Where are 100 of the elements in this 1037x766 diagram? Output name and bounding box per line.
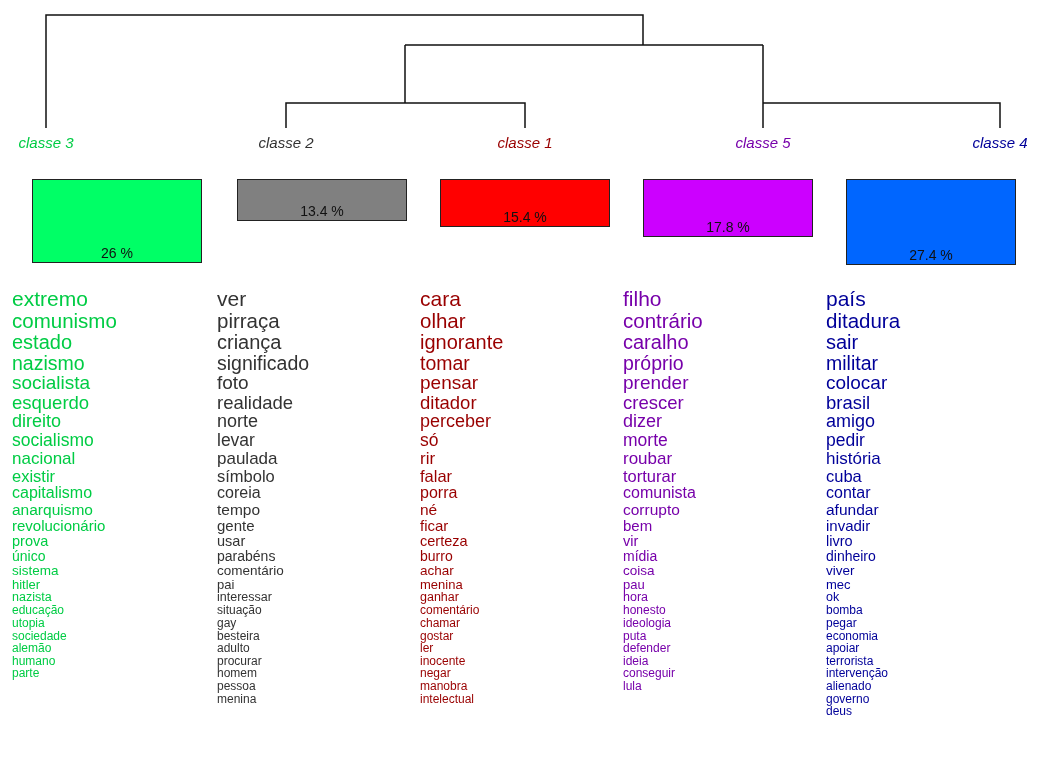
word: intelectual: [420, 692, 475, 706]
word: ver: [217, 288, 247, 311]
word: afundar: [826, 501, 879, 518]
word: ficar: [420, 517, 449, 534]
word: chamar: [420, 617, 460, 630]
class-label: classe 2: [258, 134, 314, 151]
word: ditadura: [826, 310, 901, 332]
word: próprio: [623, 352, 684, 374]
word: norte: [217, 412, 259, 432]
word: procurar: [217, 654, 262, 668]
word: livro: [826, 533, 853, 549]
word: ideia: [623, 654, 649, 668]
word: falar: [420, 467, 453, 485]
word: perceber: [420, 412, 492, 432]
word: hitler: [12, 577, 41, 592]
word: conseguir: [623, 667, 676, 681]
word: alienado: [826, 680, 872, 693]
word: direito: [12, 412, 62, 432]
word: coreia: [217, 484, 261, 502]
word: contrário: [623, 310, 703, 332]
word: significado: [217, 352, 310, 374]
word: contar: [826, 484, 871, 502]
word: sistema: [12, 563, 59, 578]
word: coisa: [623, 563, 655, 578]
word: gostar: [420, 629, 454, 643]
word: honesto: [623, 604, 666, 618]
word: paulada: [217, 449, 278, 468]
word: inocente: [420, 654, 466, 668]
word: situação: [217, 604, 262, 618]
word: economia: [826, 629, 879, 643]
word: existir: [12, 467, 56, 485]
word: porra: [420, 484, 458, 502]
word: cara: [420, 288, 461, 311]
word: apoiar: [826, 642, 860, 655]
word: rir: [420, 449, 436, 468]
word: nazista: [12, 591, 52, 605]
word: gay: [217, 617, 237, 630]
word: pessoa: [217, 680, 256, 693]
word: criança: [217, 331, 282, 353]
word: achar: [420, 563, 454, 578]
percentage-value: 15.4 %: [502, 209, 548, 225]
word: humano: [12, 654, 56, 668]
word: puta: [623, 629, 647, 643]
word: pedir: [826, 431, 865, 450]
word: ideologia: [623, 617, 672, 630]
word: nazismo: [12, 352, 85, 374]
word: colocar: [826, 373, 888, 393]
word: estado: [12, 331, 73, 353]
word: tempo: [217, 501, 261, 518]
percentage-value: 27.4 %: [908, 247, 954, 263]
word: usar: [217, 533, 246, 549]
word: pai: [217, 577, 235, 592]
word: terrorista: [826, 654, 874, 668]
word: mec: [826, 577, 851, 592]
word: país: [826, 288, 866, 311]
word: vir: [623, 533, 639, 549]
word: cuba: [826, 467, 862, 485]
word: corrupto: [623, 501, 680, 518]
word: comentário: [420, 604, 480, 618]
word: socialista: [12, 373, 91, 393]
word: comunista: [623, 484, 696, 502]
word: esquerdo: [12, 392, 90, 413]
word: levar: [217, 431, 255, 450]
word: menina: [217, 692, 257, 706]
percentage-value: 13.4 %: [299, 203, 345, 219]
word: história: [826, 449, 881, 468]
word: parabéns: [217, 548, 276, 564]
word: sociedade: [12, 629, 67, 643]
word: bomba: [826, 604, 863, 618]
word: torturar: [623, 467, 677, 485]
word: mídia: [623, 548, 658, 564]
word: pegar: [826, 617, 857, 630]
word: militar: [826, 352, 878, 374]
word: negar: [420, 667, 451, 681]
word: burro: [420, 548, 453, 564]
word: comunismo: [12, 310, 117, 332]
word: alemão: [12, 642, 52, 655]
word: amigo: [826, 412, 876, 432]
word: pau: [623, 577, 645, 592]
word: ignorante: [420, 331, 504, 353]
word: socialismo: [12, 431, 94, 450]
word: roubar: [623, 449, 673, 468]
word: morte: [623, 431, 668, 450]
word: realidade: [217, 392, 294, 413]
word: ok: [826, 591, 840, 605]
word: defender: [623, 642, 671, 655]
word: dizer: [623, 412, 662, 432]
word: né: [420, 501, 438, 518]
word: manobra: [420, 680, 468, 693]
word: foto: [217, 373, 249, 393]
word: intervenção: [826, 667, 889, 681]
word: deus: [826, 705, 853, 718]
word: utopia: [12, 617, 45, 630]
word: interessar: [217, 591, 272, 605]
word: nacional: [12, 449, 76, 468]
word: viver: [826, 563, 855, 578]
word: caralho: [623, 331, 689, 353]
word: tomar: [420, 352, 470, 374]
word: prender: [623, 373, 689, 393]
word: dinheiro: [826, 548, 876, 564]
